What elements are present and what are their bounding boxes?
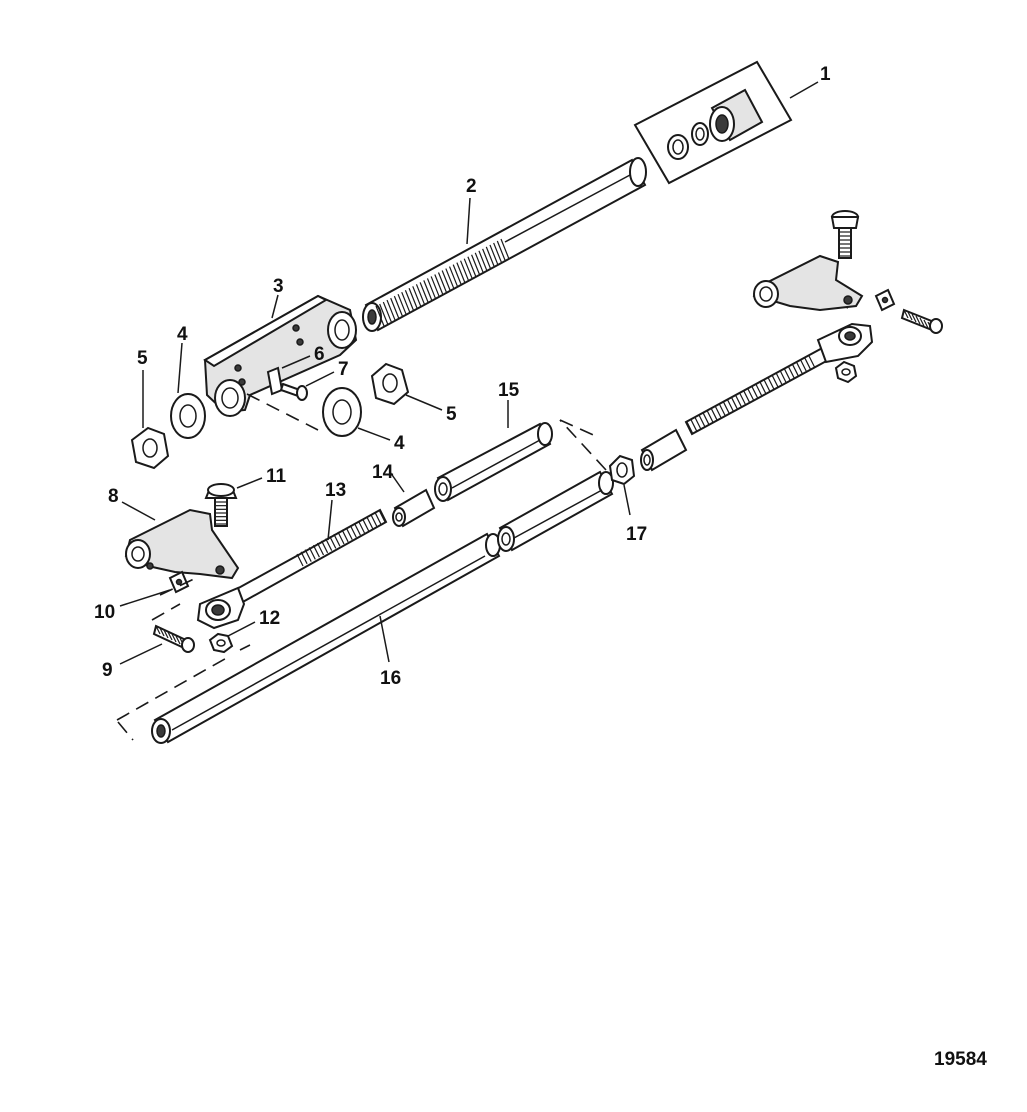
callout-10: 10 [94,602,115,623]
part-10-washer [119,570,190,607]
part-4-washer-left [170,342,206,439]
alignment-line-lower [116,419,607,741]
callout-4-right: 4 [394,433,405,454]
right-tie-rod [684,322,874,436]
figure-number: 19584 [934,1049,987,1070]
callout-5-left: 5 [137,348,148,369]
part-12-nut [208,621,256,654]
right-bolt-vertical [830,210,860,259]
callout-15: 15 [498,380,520,401]
callout-9: 9 [102,660,113,681]
callout-13: 13 [325,480,346,501]
callout-6: 6 [314,344,325,365]
right-clamp-bracket [752,254,896,312]
callout-12: 12 [259,608,280,629]
part-15-sleeve [434,400,553,502]
callout-labels: 1 2 3 4 4 5 5 6 7 8 9 10 11 12 13 14 15 … [94,64,831,689]
part-5-nut-right [370,362,443,411]
part-14-spacer [389,471,436,528]
callout-1: 1 [820,64,831,85]
callout-11: 11 [266,466,287,487]
callout-17: 17 [626,524,647,545]
part-5-nut-left [130,370,170,470]
part-16-sleeve-segment [497,470,614,552]
callout-2: 2 [466,176,477,197]
callout-4-left: 4 [177,324,188,345]
part-3-bracket [203,294,358,417]
callout-16: 16 [380,668,401,689]
part-8-clamp-bracket [121,501,240,580]
callout-3: 3 [273,276,284,297]
part-4-washer-right [322,387,391,441]
part-16-tube [151,532,501,744]
right-spacer [640,428,688,472]
part-13-tie-rod-left [196,499,388,630]
part-7-screw [279,371,335,401]
callout-8: 8 [108,486,119,507]
part-17-nut [608,454,636,516]
callout-5-right: 5 [446,404,457,425]
part-9-bolt [119,624,195,665]
right-bolt-horizontal [900,308,943,334]
part-11-bolt [204,477,263,527]
part-1-fitting-kit [633,60,819,185]
callout-14: 14 [372,462,394,483]
callout-7: 7 [338,359,349,380]
part-2-threaded-tube [362,157,647,332]
